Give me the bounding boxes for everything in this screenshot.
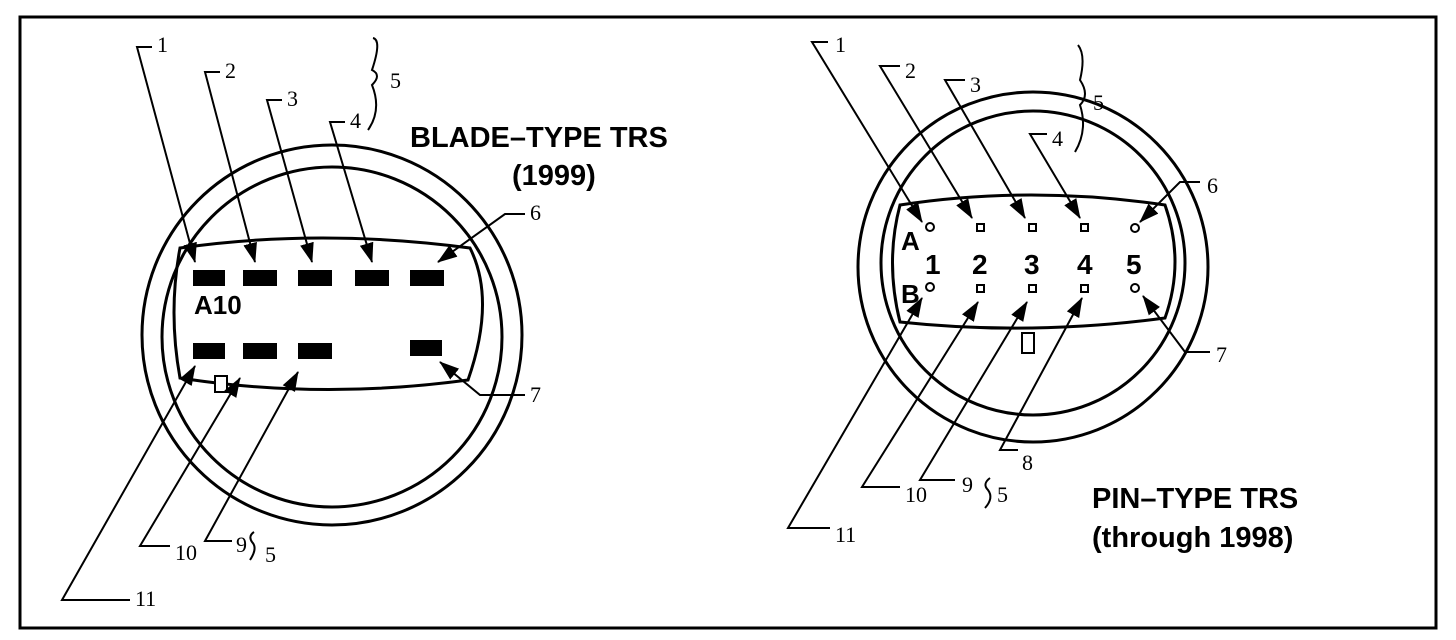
pin-column-3: 3	[1024, 249, 1040, 280]
blade-title-line1: BLADE–TYPE TRS	[410, 122, 668, 154]
pin-callout-5-bottom: 5	[997, 482, 1008, 507]
blade-callout-5-top: 5	[390, 68, 401, 93]
pin-callout-6: 6	[1207, 173, 1218, 198]
pin-callout-2: 2	[905, 58, 916, 83]
blade-terminal	[193, 270, 225, 286]
pin-inner-ring	[879, 109, 1187, 417]
pin-column-1: 1	[925, 249, 941, 280]
pin-type-connector: A B 1 2 3 4 5 1 2 3 4 5 6 7 8 9 10 5	[786, 32, 1298, 554]
pin-cavity	[1130, 223, 1140, 233]
pin-cavity	[925, 282, 935, 292]
blade-terminal	[410, 340, 442, 356]
pin-row-b-label: B	[901, 279, 920, 309]
blade-callout-5-bottom: 5	[265, 542, 276, 567]
pin-title-line1: PIN–TYPE TRS	[1092, 483, 1298, 515]
blade-terminal	[298, 343, 332, 359]
pin-cavity	[976, 223, 985, 232]
blade-callout-10: 10	[175, 540, 197, 565]
blade-inner-ring	[160, 165, 504, 509]
blade-terminal	[193, 343, 225, 359]
pin-outer-ring	[856, 90, 1210, 444]
blade-outer-ring	[140, 143, 524, 527]
pin-cavity	[1080, 223, 1089, 232]
blade-callout-2: 2	[225, 58, 236, 83]
blade-callout-9: 9	[236, 532, 247, 557]
blade-callout-7: 7	[530, 382, 541, 407]
blade-key-notch	[214, 375, 228, 393]
pin-cavity	[1130, 283, 1140, 293]
figure-frame	[18, 15, 1438, 630]
blade-terminal	[298, 270, 332, 286]
pin-cavity	[1028, 223, 1037, 232]
blade-marking-a10: A10	[194, 290, 242, 320]
pin-row-a-label: A	[901, 226, 920, 256]
pin-callout-1: 1	[835, 32, 846, 57]
pin-callout-7: 7	[1216, 342, 1227, 367]
pin-terminal-body	[891, 193, 1177, 330]
pin-callout-8: 8	[1022, 450, 1033, 475]
pin-callout-3: 3	[970, 72, 981, 97]
pin-callout-4: 4	[1052, 126, 1063, 151]
blade-callout-11: 11	[135, 586, 156, 611]
pin-cavity	[1028, 284, 1037, 293]
blade-callout-4: 4	[350, 108, 361, 133]
blade-callout-1: 1	[157, 32, 168, 57]
pin-column-2: 2	[972, 249, 988, 280]
pin-column-4: 4	[1077, 249, 1093, 280]
pin-callout-5-top: 5	[1093, 90, 1104, 115]
pin-column-5: 5	[1126, 249, 1142, 280]
blade-callout-3: 3	[287, 86, 298, 111]
blade-terminal	[355, 270, 389, 286]
pin-key-notch	[1021, 332, 1035, 354]
blade-type-connector: A10 1 2 3 4 5 6 7 9 10 5 11 BLADE–TYPE T…	[60, 32, 668, 611]
pin-callout-9: 9	[962, 472, 973, 497]
blade-terminal	[243, 343, 277, 359]
pin-cavity	[925, 222, 935, 232]
pin-title-line2: (through 1998)	[1092, 522, 1293, 554]
pin-cavity	[976, 284, 985, 293]
blade-terminal	[410, 270, 444, 286]
blade-callout-6: 6	[530, 200, 541, 225]
pin-cavity	[1080, 284, 1089, 293]
pin-callout-10: 10	[905, 482, 927, 507]
pin-callout-11: 11	[835, 522, 856, 547]
blade-terminal	[243, 270, 277, 286]
blade-terminal-body	[172, 236, 484, 391]
blade-title-line2: (1999)	[512, 160, 596, 192]
